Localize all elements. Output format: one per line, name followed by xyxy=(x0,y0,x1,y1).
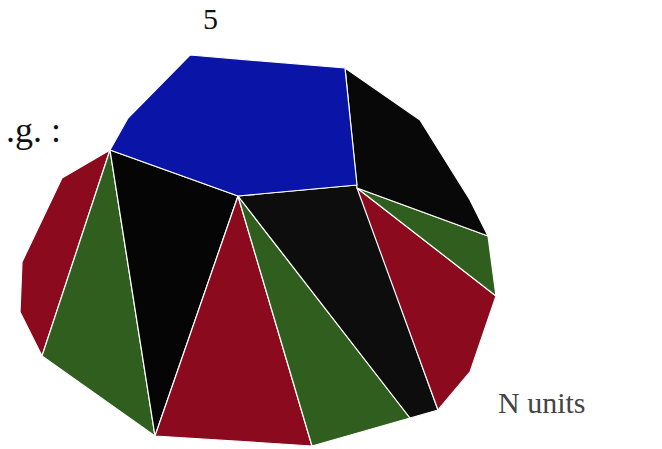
handwritten-label: N units xyxy=(498,388,586,418)
handwritten-label: .g. : xyxy=(6,112,61,148)
handwritten-label: 5 xyxy=(203,4,218,34)
blue-pentagon xyxy=(110,55,357,196)
black-face xyxy=(345,68,488,236)
